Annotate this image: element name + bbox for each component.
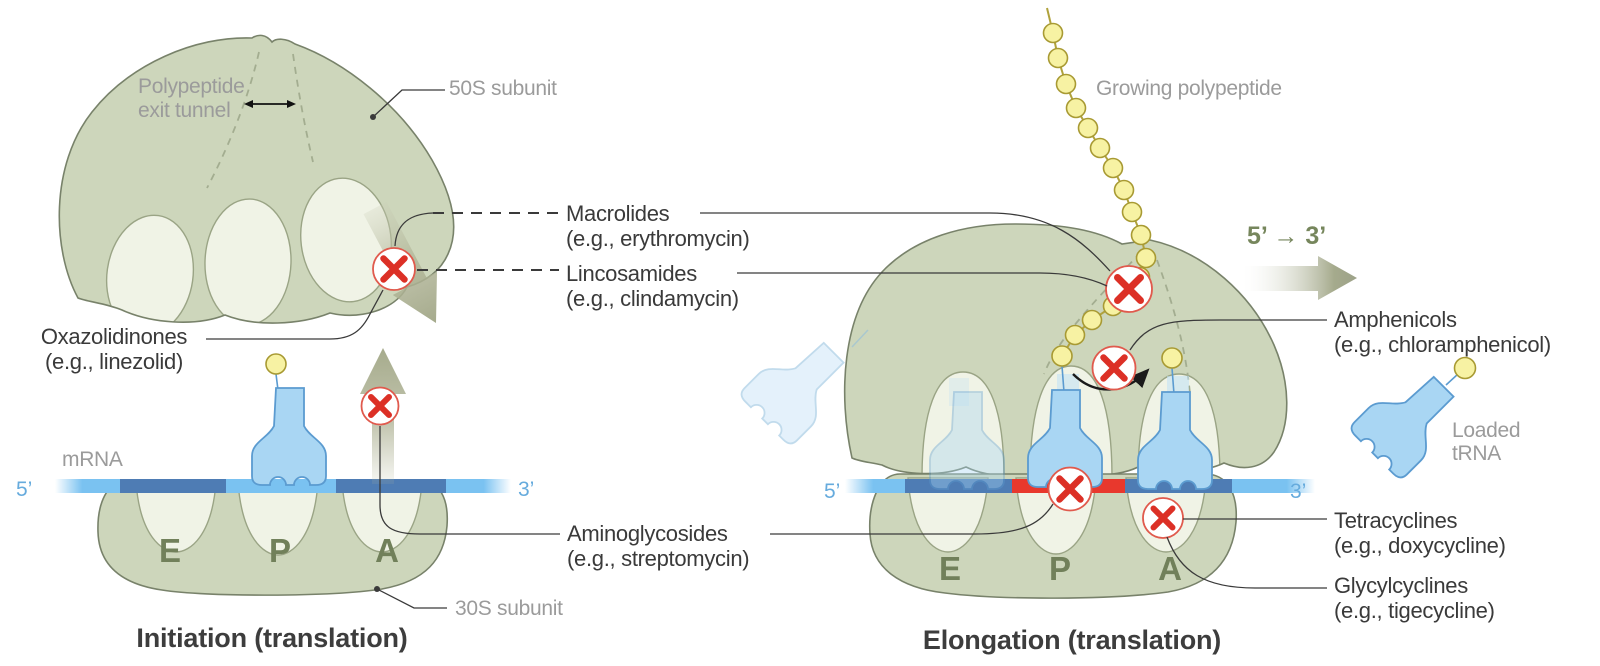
trna-stem-ghost [949,378,969,406]
pointer-dot [370,114,376,120]
right-connectors [700,212,1327,589]
p-site-bead [1051,345,1073,367]
amphenicols-label: Amphenicols [1334,307,1457,332]
site-pocket-e [135,481,217,553]
50s-subunit-left [58,34,455,324]
mrna-5prime-label: 5’ [824,480,840,503]
a-site-trna [1137,367,1213,490]
blocked-x-icon [1105,265,1153,313]
oxazolidinones-example: (e.g., linezolid) [45,349,183,374]
loaded-trna [1350,356,1477,479]
mrna-codon-dark [905,479,1012,493]
growing-polypeptide-chain [1042,7,1183,369]
left-connectors [206,89,560,609]
mrna-3prime-label: 3’ [518,478,534,501]
macrolides-example: (e.g., erythromycin) [566,226,750,251]
amino-acid-bead [1453,356,1477,380]
exit-tunnel-dashed-right [292,53,314,163]
elongation-title: Elongation (translation) [923,625,1221,655]
50s-pocket [105,214,195,324]
blocked-x-icon [1091,345,1137,391]
tetracyclines-label: Tetracyclines [1334,508,1458,533]
lincosamides-example: (e.g., clindamycin) [566,286,739,311]
mrna-3prime-label: 3’ [1290,480,1306,503]
30s-subunit-label: 30S subunit [455,597,563,620]
mrna-strand-left [55,479,511,493]
mrna-codon-dark [120,479,226,493]
middle-drug-labels: Macrolides (e.g., erythromycin) Lincosam… [566,201,750,571]
50s-pocket [204,198,292,324]
site-label-a: A [375,532,399,569]
aminoglycosides-example: (e.g., streptomycin) [567,546,749,571]
direction-arrow: 5’ → 3’ [1243,222,1357,300]
site-label-p: P [269,532,291,569]
30s-subunit-left: E P A [97,479,449,596]
direction-label: 5’ → 3’ [1247,222,1326,250]
initiator-trna [251,353,327,486]
a-site-bead [1161,347,1183,369]
50s-subunit-label: 50S subunit [449,77,557,100]
growing-polypeptide-label: Growing polypeptide [1096,77,1282,100]
pointer-dot [374,586,380,592]
deacylated-trna-e-site [929,391,1005,490]
blocked-x-icon [360,386,400,426]
initiation-diagram: E P A [16,34,563,653]
aminoglycosides-label: Aminoglycosides [567,521,728,546]
loaded-trna-label: tRNA [1452,442,1501,465]
exit-tunnel-label: exit tunnel [138,99,230,122]
glycylcyclines-label: Glycylcyclines [1334,573,1468,598]
glycylcyclines-example: (e.g., tigecycline) [1334,598,1495,623]
exit-tunnel-label: Polypeptide [138,75,244,98]
initiation-title: Initiation (translation) [136,623,407,653]
tetracyclines-example: (e.g., doxycycline) [1334,533,1506,558]
mrna-label: mRNA [62,448,123,471]
departing-trna [740,329,869,445]
loaded-trna-label: Loaded [1452,419,1520,442]
site-label-p: P [1049,550,1071,587]
exit-tunnel-dashed-left [206,51,260,189]
lincosamides-label: Lincosamides [566,261,697,286]
tunnel-width-arrow-icon [244,100,296,108]
mrna-5prime-label: 5’ [16,478,32,501]
blocked-x-icon [372,247,416,291]
amphenicols-example: (e.g., chloramphenicol) [1334,332,1551,357]
mrna-codon-dark [336,479,446,493]
blocked-x-icon [1142,497,1184,539]
oxazolidinones-label: Oxazolidinones [41,324,188,349]
site-label-a: A [1158,550,1182,587]
macrolides-label: Macrolides [566,201,670,226]
elongation-diagram: E P A [700,7,1551,655]
exit-tunnel-dashed-right [1156,259,1191,395]
blocked-x-icon [1047,466,1093,512]
amino-acid-bead [265,353,287,375]
site-label-e: E [939,550,961,587]
50s-pocket [921,371,1005,476]
site-label-e: E [159,532,181,569]
site-pocket-p [237,481,319,556]
